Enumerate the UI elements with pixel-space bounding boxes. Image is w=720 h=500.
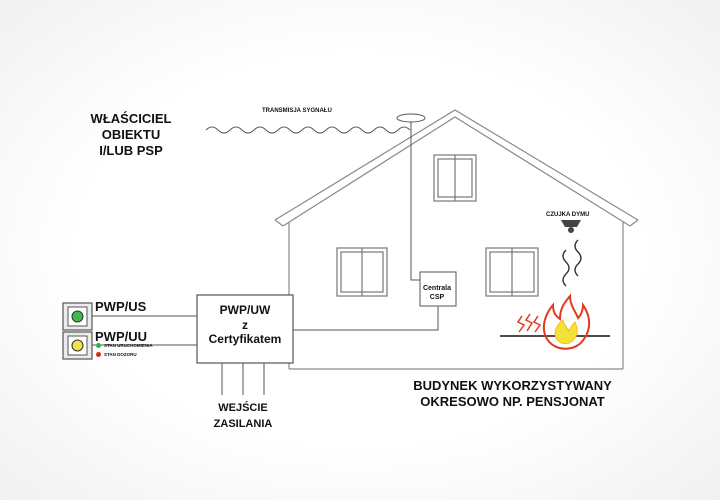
pwp-us-label: PWP/US	[95, 299, 147, 314]
owner-label: WŁAŚCICIEL OBIEKTU I/LUB PSP	[86, 111, 176, 159]
smoke-detector-label: CZUJKA DYMU	[546, 212, 590, 218]
pwp-us-button	[62, 302, 93, 331]
antenna-cable	[410, 122, 420, 281]
spark-icon	[516, 313, 542, 333]
pwp-uu-button	[62, 331, 93, 360]
window-attic	[433, 154, 477, 202]
smoke-detector-icon	[561, 220, 581, 233]
window-left	[336, 247, 388, 297]
csp-panel	[419, 271, 457, 307]
power-input-label-line-2: ZASILANIA	[213, 418, 273, 430]
legend-ready-dot	[96, 352, 101, 357]
fire-icon	[542, 293, 591, 350]
owner-label-line-1: WŁAŚCICIEL	[90, 111, 172, 126]
pwp-uw-label: PWP/UW z Certyfikatem	[197, 303, 293, 347]
transmission-label: TRANSMISJA SYGNAŁU	[262, 108, 332, 114]
power-input-lines	[221, 363, 265, 395]
pwp-uu-label: PWP/UU	[95, 329, 147, 344]
legend-ready-label: STAN DOZORU	[104, 352, 137, 357]
owner-label-line-3: I/LUB PSP	[99, 143, 163, 158]
pwp-uw-label-line-2: z	[242, 317, 248, 332]
csp-label: Centrala CSP	[420, 284, 454, 302]
building-label-line-1: BUDYNEK WYKORZYSTYWANY	[413, 378, 612, 393]
owner-label-line-2: OBIEKTU	[101, 127, 161, 142]
legend-triggered-dot	[96, 343, 101, 348]
window-right	[485, 247, 539, 297]
pwp-uw-label-line-3: Certyfikatem	[208, 332, 282, 346]
csp-label-line-2: CSP	[429, 294, 445, 301]
smoke-icon	[562, 239, 582, 287]
pwp-uw-box	[196, 294, 294, 364]
building-label-line-2: OKRESOWO NP. PENSJONAT	[420, 394, 605, 409]
power-input-label: WEJŚCIE ZASILANIA	[205, 400, 281, 432]
csp-to-uw-line	[293, 306, 439, 331]
legend-triggered-label: STAN URUCHOMIENIA	[104, 343, 153, 348]
pwp-uw-label-line-1: PWP/UW	[219, 303, 271, 317]
csp-label-line-1: Centrala	[422, 285, 451, 292]
transmission-wave	[205, 126, 411, 134]
power-input-label-line-1: WEJŚCIE	[218, 402, 268, 414]
building-label: BUDYNEK WYKORZYSTYWANY OKRESOWO NP. PENS…	[405, 378, 620, 410]
antenna-dish	[396, 113, 426, 123]
